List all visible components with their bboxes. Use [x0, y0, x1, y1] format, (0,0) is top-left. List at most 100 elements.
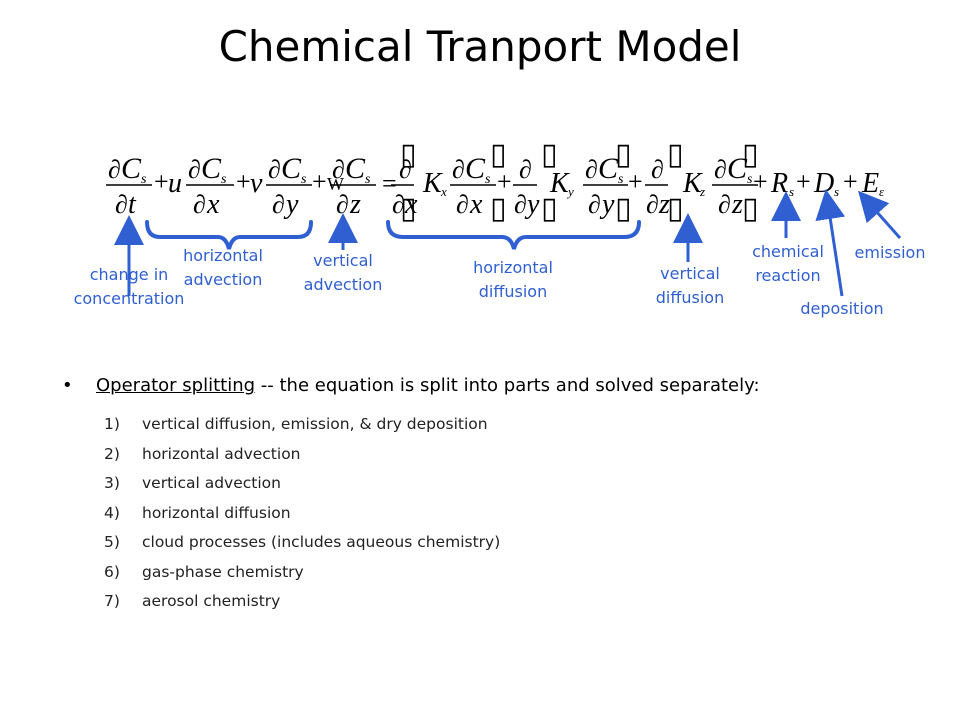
step-text: horizontal advection [142, 444, 301, 463]
partial-symbol: ∂ [585, 155, 598, 184]
c-symbol: C [345, 152, 366, 185]
plus-sign: + [312, 167, 327, 196]
partial-symbol: ∂ [108, 155, 121, 184]
subscript-s: s [618, 172, 624, 187]
partial-symbol: ∂ [714, 155, 727, 184]
partial-symbol: ∂ [272, 190, 285, 219]
partial-symbol: ∂ [514, 190, 527, 219]
missing-glyph-icon: ▯ [742, 137, 759, 172]
subscript-s: s [834, 184, 839, 199]
subscript-s: s [365, 172, 371, 187]
v-symbol: v [250, 168, 263, 199]
term-diffusion-x: ∂ ∂ x ▯ ▯ K x ∂ C s ∂ x ▯ ▯ [391, 137, 507, 226]
partial-symbol: ∂ [336, 190, 349, 219]
plus-sign: + [497, 167, 512, 196]
c-symbol: C [727, 152, 748, 185]
term-sources: + R s + D s + E ε [753, 167, 885, 199]
term-diffusion-z: ∂ ∂ z ▯ ▯ K z ∂ C s ∂ z ▯ ▯ [645, 137, 759, 226]
label-change-in-concentration: change in concentration [73, 265, 185, 308]
transport-equation: ∂ C s ∂ t + u ∂ C s ∂ x + v ∂ C s ∂ y + … [106, 137, 902, 297]
partial-symbol: ∂ [115, 190, 128, 219]
partial-symbol: ∂ [332, 155, 345, 184]
x-symbol: x [206, 189, 220, 220]
step-text: vertical diffusion, emission, & dry depo… [142, 415, 488, 433]
y-symbol: y [524, 189, 540, 220]
missing-glyph-icon: ▯ [667, 191, 684, 226]
bullet-text: Operator splitting -- the equation is sp… [96, 375, 760, 396]
bullet-description: -- the equation is split into parts and … [255, 375, 760, 396]
label-vertical-diffusion: vertical diffusion [655, 264, 725, 307]
equals-sign: = [382, 169, 397, 198]
arrow-emission [858, 190, 902, 239]
plus-sign: + [796, 167, 811, 196]
label-emission: emission [854, 243, 926, 262]
d-symbol: D [813, 168, 834, 199]
term-dcs-dx: ∂ C s ∂ x [186, 152, 234, 220]
plus-sign: + [753, 167, 768, 196]
step-number: 5) [104, 533, 120, 551]
k-symbol: K [549, 168, 570, 199]
subscript-s: s [141, 172, 147, 187]
missing-glyph-icon: ▯ [490, 191, 507, 226]
u-symbol: u [168, 168, 182, 199]
step-text: gas-phase chemistry [142, 562, 304, 581]
subscript-s: s [485, 172, 491, 187]
z-symbol: z [658, 189, 670, 220]
subscript-s: s [789, 184, 794, 199]
subscript-x: x [440, 184, 447, 199]
missing-glyph-icon: ▯ [400, 191, 417, 226]
partial-symbol: ∂ [399, 155, 412, 184]
plus-sign: + [236, 167, 251, 196]
term-dcs-dt: ∂ C s ∂ t [106, 152, 152, 220]
partial-symbol: ∂ [452, 155, 465, 184]
step-number: 1) [104, 415, 120, 433]
brace-horizontal-diffusion [386, 220, 641, 250]
c-symbol: C [465, 152, 486, 185]
missing-glyph-icon: ▯ [541, 191, 558, 226]
t-symbol: t [128, 189, 137, 220]
r-symbol: R [770, 168, 788, 199]
partial-symbol: ∂ [188, 155, 201, 184]
brace-horizontal-advection [145, 220, 313, 250]
missing-glyph-icon: ▯ [742, 191, 759, 226]
z-symbol: z [731, 189, 743, 220]
missing-glyph-icon: ▯ [615, 191, 632, 226]
label-horizontal-advection: horizontal advection [183, 246, 263, 289]
missing-glyph-icon: ▯ [541, 137, 558, 172]
subscript-z: z [699, 184, 705, 199]
step-number: 6) [104, 562, 120, 581]
label-deposition: deposition [800, 299, 884, 318]
partial-symbol: ∂ [392, 190, 405, 219]
plus-sign: + [628, 167, 643, 196]
partial-symbol: ∂ [456, 190, 469, 219]
y-symbol: y [599, 189, 615, 220]
c-symbol: C [598, 152, 619, 185]
step-number: 2) [104, 444, 120, 463]
partial-symbol: ∂ [651, 155, 664, 184]
subscript-s: s [747, 172, 753, 187]
page-title: Chemical Tranport Model [218, 22, 742, 71]
step-text: vertical advection [142, 474, 281, 492]
subscript-y: y [566, 184, 574, 199]
term-dcs-dz: ∂ C s ∂ z [330, 152, 376, 220]
plus-sign: + [154, 167, 169, 196]
step-number: 4) [104, 503, 120, 522]
label-chemical-reaction: chemical reaction [752, 242, 824, 285]
missing-glyph-icon: ▯ [615, 137, 632, 172]
missing-glyph-icon: ▯ [400, 137, 417, 172]
x-symbol: x [469, 189, 483, 220]
operator-splitting-term: Operator splitting [96, 375, 256, 396]
partial-symbol: ∂ [193, 190, 206, 219]
missing-glyph-icon: ▯ [490, 137, 507, 172]
subscript-s: s [301, 172, 307, 187]
label-horizontal-diffusion: horizontal diffusion [473, 258, 553, 301]
bullet-icon: • [62, 375, 73, 396]
subscript-epsilon: ε [879, 184, 885, 199]
partial-symbol: ∂ [268, 155, 281, 184]
subscript-s: s [221, 172, 227, 187]
y-symbol: y [283, 189, 299, 220]
z-symbol: z [349, 189, 361, 220]
k-symbol: K [682, 168, 703, 199]
partial-symbol: ∂ [588, 190, 601, 219]
w-symbol: W [327, 174, 344, 194]
